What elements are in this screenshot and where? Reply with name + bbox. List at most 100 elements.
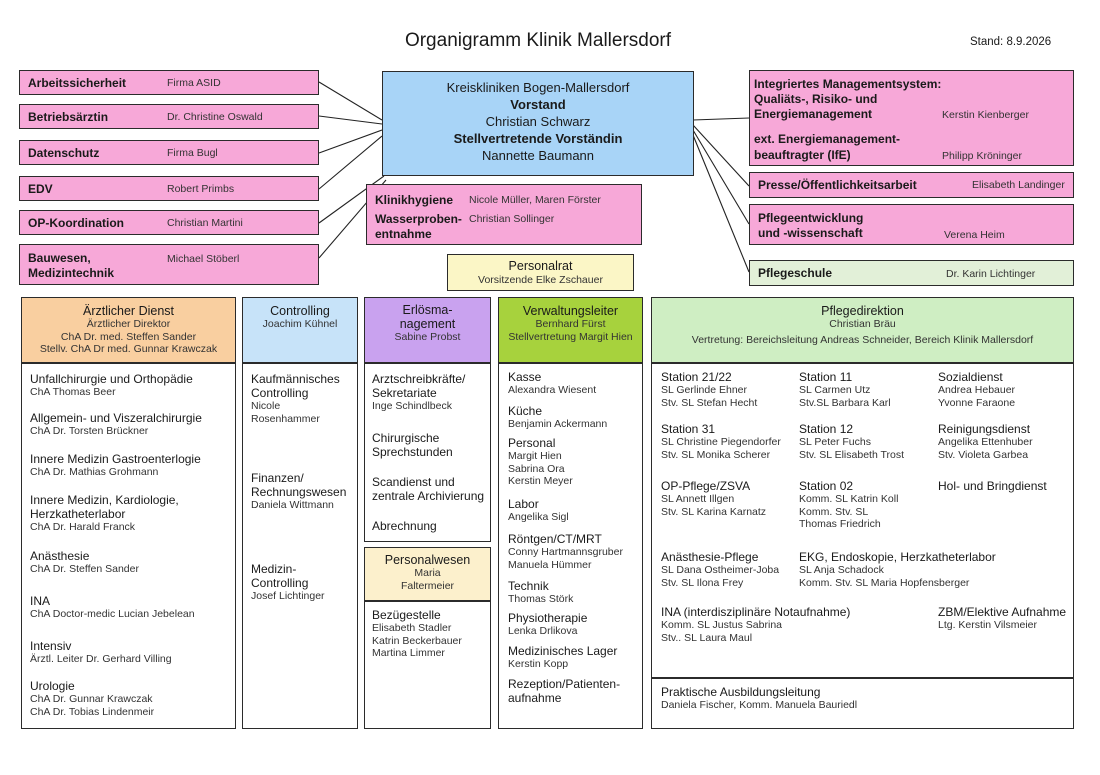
pflegeschule-name: Dr. Karin Lichtinger xyxy=(946,268,1036,280)
staff-edv: EDV Robert Primbs xyxy=(19,176,319,201)
item-label: Physiotherapie xyxy=(508,611,588,625)
staff-name: Christian Martini xyxy=(167,217,243,229)
list-item: ZBM/Elektive Aufnahme Ltg. Kerstin Vilsm… xyxy=(938,605,1066,632)
item-label-2: Controlling xyxy=(251,386,309,400)
list-item: Medizin- Controlling Josef Lichtinger xyxy=(251,562,325,603)
vorstand-name: Christian Schwarz xyxy=(485,114,591,129)
item-name: SL Dana Ostheimer-Joba xyxy=(661,564,780,576)
controlling-title: Controlling xyxy=(270,304,330,318)
item-name-2: Komm. Stv. SL Maria Hopfensberger xyxy=(799,576,970,589)
item-label-2: aufnahme xyxy=(508,691,562,705)
personalwesen-line2: Faltermeier xyxy=(400,579,455,592)
item-name: SL Peter Fuchs xyxy=(799,436,871,448)
erloes-title-2: nagement xyxy=(399,317,456,331)
ims-box: Integriertes Managementsystem: Qualiäts-… xyxy=(749,70,1074,166)
pflege-head: Pflegedirektion Christian Bräu Vertretun… xyxy=(651,297,1074,363)
list-item: INA (interdisziplinäre Notaufnahme) Komm… xyxy=(661,605,850,644)
item-label: EKG, Endoskopie, Herzkatheterlabor xyxy=(799,550,996,564)
list-item: EKG, Endoskopie, Herzkatheterlabor SL An… xyxy=(799,550,996,589)
vorstand-box: Kreiskliniken Bogen-Mallersdorf Vorstand… xyxy=(382,71,694,176)
staff-name: Firma Bugl xyxy=(167,147,218,159)
item-label-2: Herzkatheterlabor xyxy=(30,507,126,521)
item-label-2: zentrale Archivierung xyxy=(372,489,485,503)
item-name: Andrea Hebauer xyxy=(938,384,1016,396)
item-label: Kaufmännisches xyxy=(251,372,340,386)
item-name: SL Anja Schadock xyxy=(799,564,884,576)
item-label: Hol- und Bringdienst xyxy=(938,479,1047,493)
list-item: Finanzen/ Rechnungswesen Daniela Wittman… xyxy=(251,471,346,512)
item-name-2: Komm. Stv. SL xyxy=(799,505,869,518)
klinikhygiene-names: Nicole Müller, Maren Förster xyxy=(469,194,601,206)
list-item: Innere Medizin, Kardiologie, Herzkathete… xyxy=(30,493,179,534)
list-item: Station 02 Komm. SL Katrin Koll Komm. St… xyxy=(799,479,898,531)
item-name: ChA Dr. Mathias Grohmann xyxy=(30,466,159,478)
list-item: Reinigungsdienst Angelika Ettenhuber Stv… xyxy=(938,422,1033,461)
item-name: Josef Lichtinger xyxy=(251,590,325,602)
list-item: Station 12 SL Peter Fuchs Stv. SL Elisab… xyxy=(799,422,904,461)
item-name-2: Stv. SL Stefan Hecht xyxy=(661,396,758,409)
erloes-head: Erlösma- nagement Sabine Probst xyxy=(364,297,491,363)
list-item: Technik Thomas Störk xyxy=(508,579,573,606)
list-item: Anästhesie-Pflege SL Dana Ostheimer-Joba… xyxy=(661,550,779,589)
item-label: Praktische Ausbildungsleitung xyxy=(661,685,821,699)
item-label: Chirurgische xyxy=(372,431,440,445)
item-name: ChA Thomas Beer xyxy=(30,386,116,398)
page-title: Organigramm Klinik Mallersdorf xyxy=(404,30,672,51)
item-label: Technik xyxy=(508,579,549,593)
item-label: Finanzen/ xyxy=(251,471,304,485)
item-label: OP-Pflege/ZSVA xyxy=(661,479,751,493)
energie-line1: ext. Energiemanagement- xyxy=(754,132,901,146)
verwaltung-list: Kasse Alexandra Wiesent Küche Benjamin A… xyxy=(498,363,643,729)
item-name: ChA Dr. Gunnar Krawczak xyxy=(30,693,153,705)
list-item: Hol- und Bringdienst xyxy=(938,479,1047,493)
aerztlich-title: Ärztlicher Dienst xyxy=(83,304,174,318)
item-label: Medizin- xyxy=(251,562,297,576)
personalwesen-head: Personalwesen Maria Faltermeier xyxy=(364,547,491,601)
list-item: Labor Angelika Sigl xyxy=(508,497,569,524)
item-name-2: Katrin Beckerbauer xyxy=(372,634,462,647)
item-label: INA (interdisziplinäre Notaufnahme) xyxy=(661,605,851,619)
staff-name: Michael Stöberl xyxy=(167,253,240,265)
list-item: Urologie ChA Dr. Gunnar Krawczak ChA Dr.… xyxy=(30,679,154,718)
personalrat-box: Personalrat Vorsitzende Elke Zschauer xyxy=(447,254,634,291)
item-name-2: Stv. SL Monika Scherer xyxy=(661,448,771,461)
item-name: Daniela Wittmann xyxy=(251,499,334,511)
item-label: Allgemein- und Viszeralchirurgie xyxy=(30,411,202,425)
list-item: Kaufmännisches Controlling Nicole Rosenh… xyxy=(251,372,340,425)
pflegeschule-box: Pflegeschule Dr. Karin Lichtinger xyxy=(749,260,1074,286)
staff-label: Arbeitssicherheit xyxy=(28,76,127,90)
item-label: Rezeption/Patienten- xyxy=(508,677,621,691)
item-name-2: Stv.SL Barbara Karl xyxy=(799,396,891,409)
stand-date: Stand: 8.9.2026 xyxy=(970,36,1052,48)
item-name: Thomas Störk xyxy=(508,593,574,605)
item-label: Labor xyxy=(508,497,539,511)
personalwesen-title: Personalwesen xyxy=(384,553,471,567)
list-item: Intensiv Ärztl. Leiter Dr. Gerhard Villi… xyxy=(30,639,172,666)
list-item: OP-Pflege/ZSVA SL Annett Illgen Stv. SL … xyxy=(661,479,766,518)
aerztlich-head: Ärztlicher Dienst Ärztlicher Direktor Ch… xyxy=(21,297,236,363)
ausbildung-box: Praktische Ausbildungsleitung Daniela Fi… xyxy=(651,678,1074,729)
erloes-title-1: Erlösma- xyxy=(402,303,453,317)
list-item: Allgemein- und Viszeralchirurgie ChA Dr.… xyxy=(30,411,202,438)
item-name: Lenka Drlikova xyxy=(508,625,578,637)
item-name-3: Kerstin Meyer xyxy=(508,475,573,487)
list-item: Station 11 SL Carmen Utz Stv.SL Barbara … xyxy=(799,370,891,409)
item-name-2: Sabrina Ora xyxy=(508,462,565,475)
personalwesen-list: Bezügestelle Elisabeth Stadler Katrin Be… xyxy=(364,601,491,729)
verwaltung-head: Verwaltungsleiter Bernhard Fürst Stellve… xyxy=(498,297,643,363)
item-name: Komm. SL Justus Sabrina xyxy=(661,619,782,631)
item-name-2: Stv.. SL Laura Maul xyxy=(661,631,753,644)
item-name: Angelika Sigl xyxy=(508,511,569,523)
ims-line1: Integriertes Managementsystem: xyxy=(754,77,942,91)
energie-line2: beauftragter (IfE) xyxy=(754,148,851,162)
item-label: Arztschreibkräfte/ xyxy=(372,372,466,386)
item-name: Ärztl. Leiter Dr. Gerhard Villing xyxy=(30,653,172,665)
item-label: Küche xyxy=(508,404,543,418)
wasserproben-label-1: Wasserproben- xyxy=(375,212,462,226)
item-name: Ltg. Kerstin Vilsmeier xyxy=(938,619,1038,631)
ims-name: Kerstin Kienberger xyxy=(942,109,1029,121)
list-item: Unfallchirurgie und Orthopädie ChA Thoma… xyxy=(30,372,193,399)
item-label: Medizinisches Lager xyxy=(508,644,618,658)
item-name-2: Stv. SL Ilona Frey xyxy=(661,576,744,589)
item-name: Angelika Ettenhuber xyxy=(938,436,1033,448)
